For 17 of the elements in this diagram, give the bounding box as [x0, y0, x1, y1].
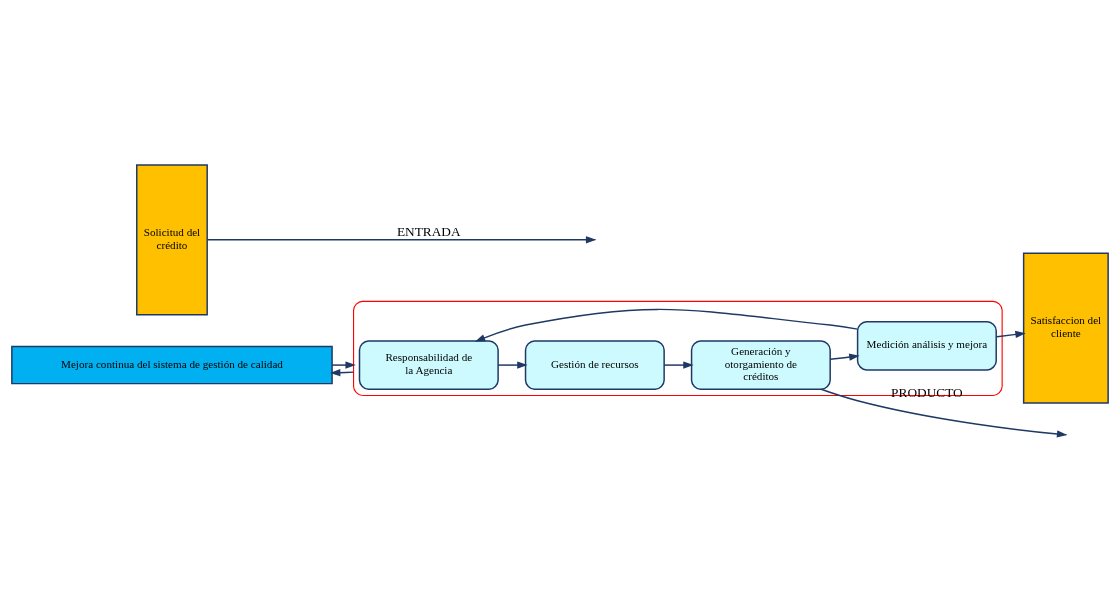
node-box: Satisfaccion del cliente	[1022, 252, 1109, 404]
node-box: Mejora continua del sistema de gestión de calidad	[11, 345, 333, 385]
arrow	[331, 361, 356, 369]
node-box: Medición análisis y mejora	[856, 321, 997, 371]
arrow	[497, 361, 528, 369]
node-box: Generación y otorgamiento de créditos	[690, 340, 831, 390]
arrow	[820, 388, 1068, 438]
node-box: Responsabilidad de la Agencia	[358, 340, 499, 390]
arrow	[206, 236, 597, 244]
node-box: Solicitud del crédito	[136, 164, 208, 316]
edge-label: ENTRADA	[396, 223, 461, 239]
cluster	[353, 300, 1003, 397]
node-box: Gestión de recursos	[524, 340, 665, 390]
arrow	[995, 330, 1026, 339]
arrow	[663, 361, 694, 369]
arrow	[829, 353, 860, 361]
arrow	[474, 308, 859, 342]
